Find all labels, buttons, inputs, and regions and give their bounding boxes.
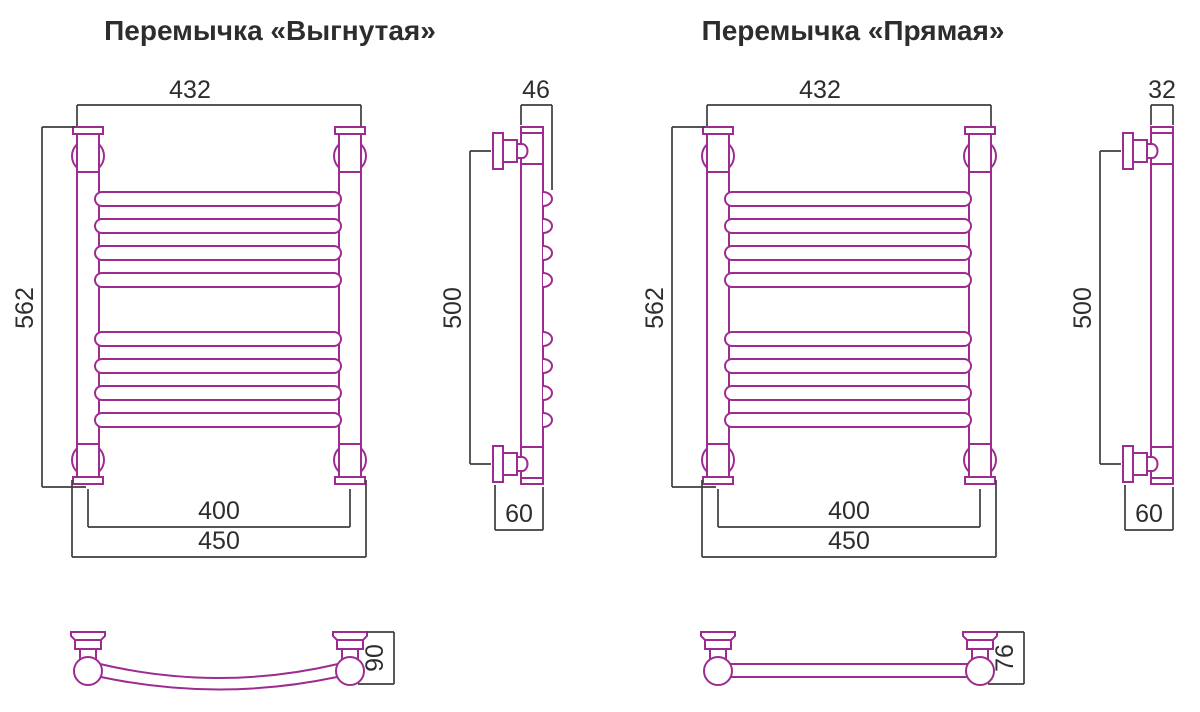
dimension-label-depth: 90 [361,644,389,672]
dimension-label-center-distance: 400 [828,497,870,525]
dimension-label-center-distance: 400 [198,497,240,525]
curved-bar-outline [99,663,339,679]
top-view-curved: 90 [70,631,395,691]
dimension-label-mount-height: 500 [1069,287,1097,329]
dimension-label-top-width: 432 [799,76,841,104]
wall-bracket-flange [1122,132,1134,170]
front-view-geometry [671,104,997,558]
dimension-label-overall-width: 450 [828,527,870,555]
side-post [1150,126,1174,485]
drawing-straight: Перемычка «Прямая» 432 562 400 450 32 50… [641,15,1176,686]
drawing-title-curved: Перемычка «Выгнутая» [104,15,436,46]
drawing-curved: Перемычка «Выгнутая» 432 562 400 450 [11,15,553,691]
curved-rung-profiles [542,191,553,428]
post-section [703,656,733,686]
wall-bracket-flange [492,132,504,170]
curved-bar-outline [100,676,338,691]
front-view-curved: 432 562 400 450 [11,76,367,558]
post-section [73,656,103,686]
dimension-label-mount-height: 500 [439,287,467,329]
post-section [965,656,995,686]
dimension-label-depth: 76 [991,644,1019,672]
top-view-straight: 76 [700,631,1025,686]
wall-bracket-flange [492,445,504,483]
post-section [335,656,365,686]
side-post [520,126,544,485]
dimension-label-overall-width: 450 [198,527,240,555]
dimension-label-top-depth: 32 [1148,76,1176,104]
dimension-label-height: 562 [641,287,669,329]
front-view-geometry [41,104,367,558]
dimension-label-bottom-depth: 60 [1135,500,1163,528]
dimension-label-bottom-depth: 60 [505,500,533,528]
dimension-label-top-depth: 46 [522,76,550,104]
front-view-straight: 432 562 400 450 [641,76,997,558]
dimension-label-height: 562 [11,287,39,329]
wall-bracket-flange [1122,445,1134,483]
drawing-title-straight: Перемычка «Прямая» [702,15,1005,46]
dimension-label-top-width: 432 [169,76,211,104]
side-view-straight: 32 500 60 [1069,76,1176,531]
side-view-curved: 46 500 60 [439,76,553,531]
